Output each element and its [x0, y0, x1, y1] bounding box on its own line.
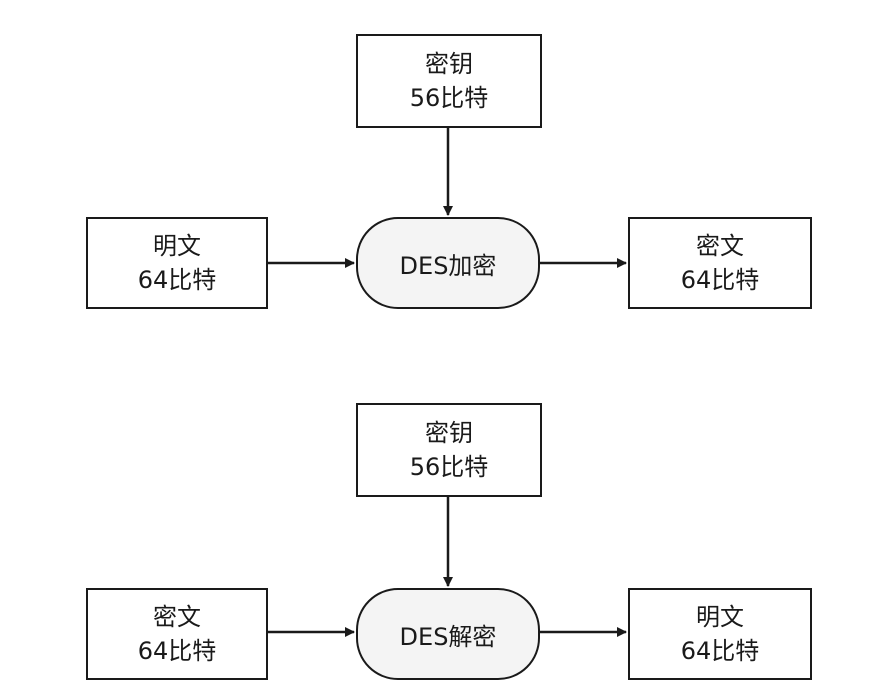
dec-output-label: 明文: [696, 603, 744, 631]
dec-process-label: DES解密: [399, 622, 497, 651]
dec-input-size: 64比特: [137, 637, 217, 665]
dec-process-node: DES解密: [356, 588, 540, 680]
dec-key-box: 密钥 56比特: [356, 403, 542, 497]
enc-process-label: DES加密: [399, 251, 497, 280]
enc-process-node: DES加密: [356, 217, 540, 309]
dec-output-box: 明文 64比特: [628, 588, 812, 680]
dec-input-label: 密文: [153, 603, 201, 631]
dec-input-box: 密文 64比特: [86, 588, 268, 680]
enc-input-label: 明文: [153, 232, 201, 260]
enc-output-box: 密文 64比特: [628, 217, 812, 309]
dec-key-size: 56比特: [409, 453, 489, 481]
enc-input-size: 64比特: [137, 266, 217, 294]
enc-output-label: 密文: [696, 232, 744, 260]
dec-output-size: 64比特: [680, 637, 760, 665]
enc-key-box: 密钥 56比特: [356, 34, 542, 128]
dec-key-label: 密钥: [425, 419, 473, 447]
enc-input-box: 明文 64比特: [86, 217, 268, 309]
enc-key-size: 56比特: [409, 84, 489, 112]
enc-output-size: 64比特: [680, 266, 760, 294]
enc-key-label: 密钥: [425, 50, 473, 78]
